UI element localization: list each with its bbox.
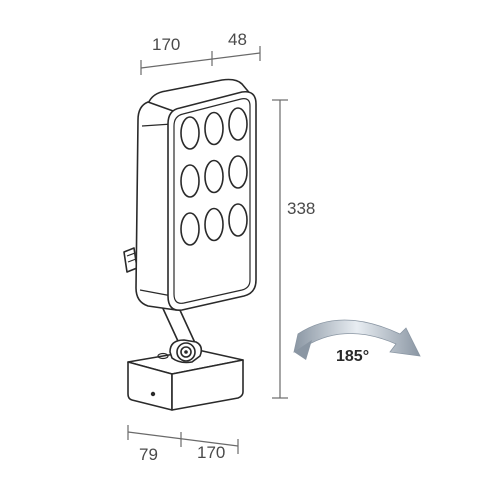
top-depth-label: 48 [228, 30, 247, 49]
base-side-face [171, 359, 244, 411]
led-lens-r2-c2 [204, 159, 224, 194]
lamp-side-housing [135, 101, 177, 311]
rotation-angle-label: 185° [336, 348, 369, 365]
lamp-side-edge-bottom [139, 289, 173, 297]
base-front-face [127, 361, 173, 411]
led-lens-r2-c3 [228, 155, 248, 189]
height-dimension-group: 338 [272, 99, 315, 399]
led-lens-r3-c2 [204, 207, 224, 242]
top-dimension-line [140, 52, 261, 69]
top-dimension-group: 170 48 [140, 30, 261, 75]
lamp-side-edge-top [141, 123, 173, 127]
side-knob-body [123, 247, 138, 273]
led-lens-r2-c1 [180, 164, 200, 198]
led-lens-grid [180, 107, 248, 246]
base-screw-hole [150, 391, 156, 397]
bottom-dimension-line [127, 431, 239, 447]
rotation-indicator: 185° [293, 319, 421, 365]
hinge-knob-center [184, 350, 188, 354]
lamp-front-panel [173, 98, 251, 304]
led-lens-r1-c3 [228, 107, 248, 141]
side-knob-ridge-2 [127, 258, 137, 263]
lamp-heatsink-top [147, 78, 253, 113]
rotation-arrow-head-left [294, 340, 312, 360]
base-cable-port [157, 352, 169, 360]
side-adjust-knob [123, 247, 138, 273]
led-lens-r3-c1 [180, 212, 200, 246]
bottom-dimension-group: 79 170 [127, 425, 239, 464]
side-knob-ridge-1 [126, 252, 136, 257]
led-lens-r1-c1 [180, 116, 200, 150]
rotation-arc-arrow [293, 319, 421, 357]
base-depth-label: 79 [139, 445, 158, 464]
top-width-label: 170 [152, 35, 180, 54]
base-width-label: 170 [197, 443, 225, 462]
led-lens-r1-c2 [204, 111, 224, 146]
height-label: 338 [287, 199, 315, 218]
led-lens-r3-c3 [228, 203, 248, 237]
